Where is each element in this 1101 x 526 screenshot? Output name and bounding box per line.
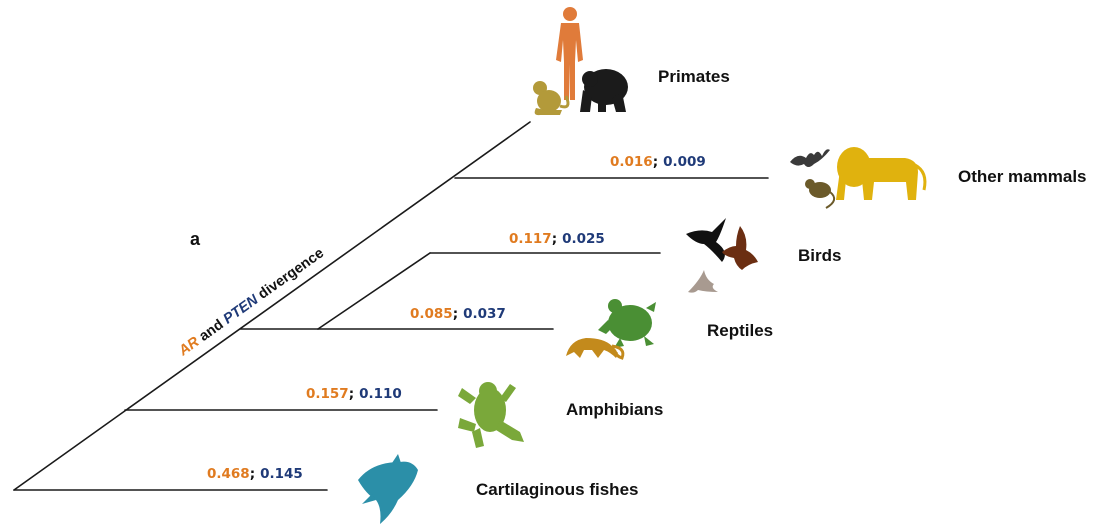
taxon-labels: Primates Other mammals Birds Reptiles Am… xyxy=(476,67,1087,499)
value-other-mammals: 0.016; 0.009 xyxy=(610,154,706,170)
pten-value: 0.025 xyxy=(562,231,605,247)
gorilla-icon xyxy=(580,69,628,112)
taxon-amphibians: Amphibians xyxy=(566,400,663,419)
bat-icon xyxy=(790,149,830,167)
value-amphibians: 0.157; 0.110 xyxy=(306,386,402,402)
turtle-icon xyxy=(598,299,656,348)
ar-label: AR xyxy=(175,334,203,360)
taxon-cartilaginous-fishes: Cartilaginous fishes xyxy=(476,480,638,499)
value-separator: ; xyxy=(349,386,354,402)
pten-value: 0.009 xyxy=(663,154,706,170)
ar-value: 0.157 xyxy=(306,386,349,402)
small-bird-icon xyxy=(688,270,718,293)
frog-icon xyxy=(458,382,524,448)
taxon-reptiles: Reptiles xyxy=(707,321,773,340)
taxon-other-mammals: Other mammals xyxy=(958,167,1087,186)
ar-value: 0.085 xyxy=(410,306,453,322)
chameleon-icon xyxy=(566,338,623,358)
ar-value: 0.117 xyxy=(509,231,552,247)
value-separator: ; xyxy=(453,306,458,322)
human-icon xyxy=(556,7,583,100)
pten-label: PTEN xyxy=(221,292,262,328)
primates-icon xyxy=(533,7,628,115)
swallow-icon xyxy=(686,218,726,262)
divergence-axis-label: ARandPTENdivergence xyxy=(175,245,327,360)
monkey-icon xyxy=(533,81,568,115)
ar-value: 0.016 xyxy=(610,154,653,170)
value-separator: ; xyxy=(653,154,658,170)
pten-value: 0.037 xyxy=(463,306,506,322)
and-label: and xyxy=(196,317,226,345)
taxon-birds: Birds xyxy=(798,246,841,265)
mouse-icon xyxy=(805,179,834,208)
panel-label: a xyxy=(190,229,201,249)
taxon-primates: Primates xyxy=(658,67,730,86)
value-separator: ; xyxy=(250,466,255,482)
birds-icon xyxy=(686,218,758,293)
ar-value: 0.468 xyxy=(207,466,250,482)
shark-icon xyxy=(358,454,418,524)
reptiles-icon xyxy=(566,299,656,358)
value-separator: ; xyxy=(552,231,557,247)
value-reptiles: 0.085; 0.037 xyxy=(410,306,506,322)
pten-value: 0.145 xyxy=(260,466,303,482)
pten-value: 0.110 xyxy=(359,386,402,402)
value-fishes: 0.468; 0.145 xyxy=(207,466,303,482)
lion-icon xyxy=(836,147,925,200)
value-birds: 0.117; 0.025 xyxy=(509,231,605,247)
eagle-icon xyxy=(722,226,758,270)
mammals-icon xyxy=(790,147,925,208)
